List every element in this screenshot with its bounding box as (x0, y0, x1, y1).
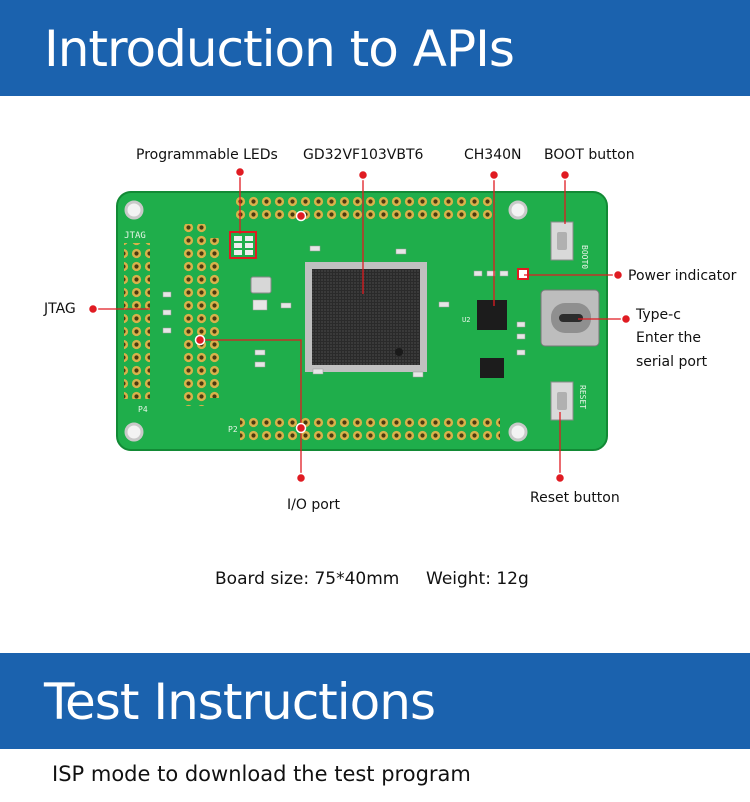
smd-components (162, 245, 526, 378)
mcu-chip (305, 262, 427, 372)
callout-dots (87, 166, 632, 484)
label-mcu: GD32VF103VBT6 (303, 147, 424, 163)
board-size: Board size: 75*40mm (215, 569, 400, 589)
label-reset-button: Reset button (530, 490, 620, 506)
silk-p2: P2 (228, 425, 238, 434)
label-io-port: I/O port (287, 497, 341, 513)
boot-switch (550, 221, 574, 261)
label-boot-button: BOOT button (544, 147, 635, 163)
header-banner: Introduction to APIs (0, 0, 750, 96)
silk-p4: P4 (138, 405, 148, 414)
jtag-pins (124, 243, 150, 399)
section-banner: Test Instructions (0, 653, 750, 749)
ch340n-chip (477, 300, 507, 330)
led-block (229, 231, 257, 259)
silk-jtag: JTAG (124, 231, 146, 241)
left-header-pins (181, 224, 207, 406)
label-jtag: JTAG (44, 301, 76, 317)
power-led (517, 268, 529, 280)
board-weight: Weight: 12g (426, 569, 529, 589)
silk-boot: BOOT0 (580, 245, 589, 269)
label-typec-3: serial port (636, 354, 708, 370)
regulator (480, 358, 504, 378)
label-typec-1: Type-c (636, 307, 681, 323)
label-ch340n: CH340N (464, 147, 522, 163)
mounting-holes (124, 200, 528, 442)
bottom-header-pins (240, 415, 500, 441)
top-header-pins (236, 196, 496, 222)
left-inner-pins (209, 238, 222, 398)
silk-u2: U2 (462, 316, 470, 324)
page-title: Introduction to APIs (44, 20, 515, 78)
crystal (250, 276, 272, 294)
label-power-indicator: Power indicator (628, 268, 737, 284)
reset-switch (550, 381, 574, 421)
silk-reset: RESET (578, 385, 587, 409)
callout-lines (93, 168, 626, 480)
label-typec-2: Enter the (636, 330, 702, 346)
label-programmable-leds: Programmable LEDs (136, 147, 278, 163)
typec-connector (540, 289, 600, 347)
section-text: ISP mode to download the test program (52, 762, 471, 786)
section-title: Test Instructions (44, 673, 436, 731)
